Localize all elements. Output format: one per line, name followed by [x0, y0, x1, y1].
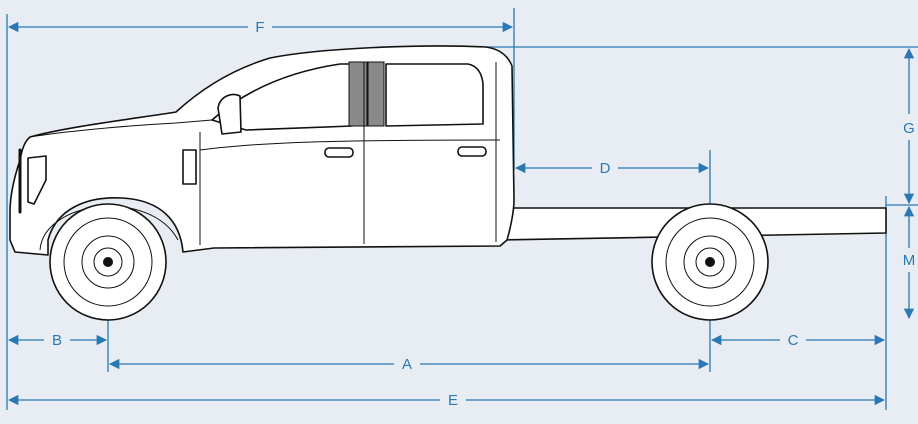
dimension-g: G [903, 47, 915, 205]
dimension-f: F [7, 19, 514, 36]
b-pillar-rear [367, 61, 385, 127]
b-pillar [348, 61, 368, 127]
label-d: D [600, 160, 611, 177]
label-c: C [788, 332, 799, 349]
dimension-d: D [514, 160, 710, 177]
dimension-m: M [903, 205, 916, 320]
label-e: E [448, 392, 458, 409]
rear-window [385, 63, 484, 127]
label-m: M [903, 252, 916, 269]
label-f: F [255, 19, 264, 36]
rear-door-handle [457, 146, 487, 157]
label-b: B [52, 332, 62, 349]
dimension-e: E [7, 392, 886, 409]
side-mirror [217, 93, 242, 135]
rear-wheel [651, 203, 769, 321]
hood-line [29, 119, 213, 138]
fender-vent [182, 149, 197, 185]
front-wheel [49, 203, 167, 321]
dimension-c: C [710, 332, 886, 349]
headlight [27, 155, 47, 205]
dimension-a: A [108, 356, 710, 373]
truck-illustration [9, 45, 887, 321]
label-g: G [903, 120, 915, 137]
label-a: A [402, 356, 412, 373]
body-crease-line [199, 139, 501, 151]
front-door-handle [324, 147, 354, 158]
dimension-b: B [7, 332, 108, 349]
